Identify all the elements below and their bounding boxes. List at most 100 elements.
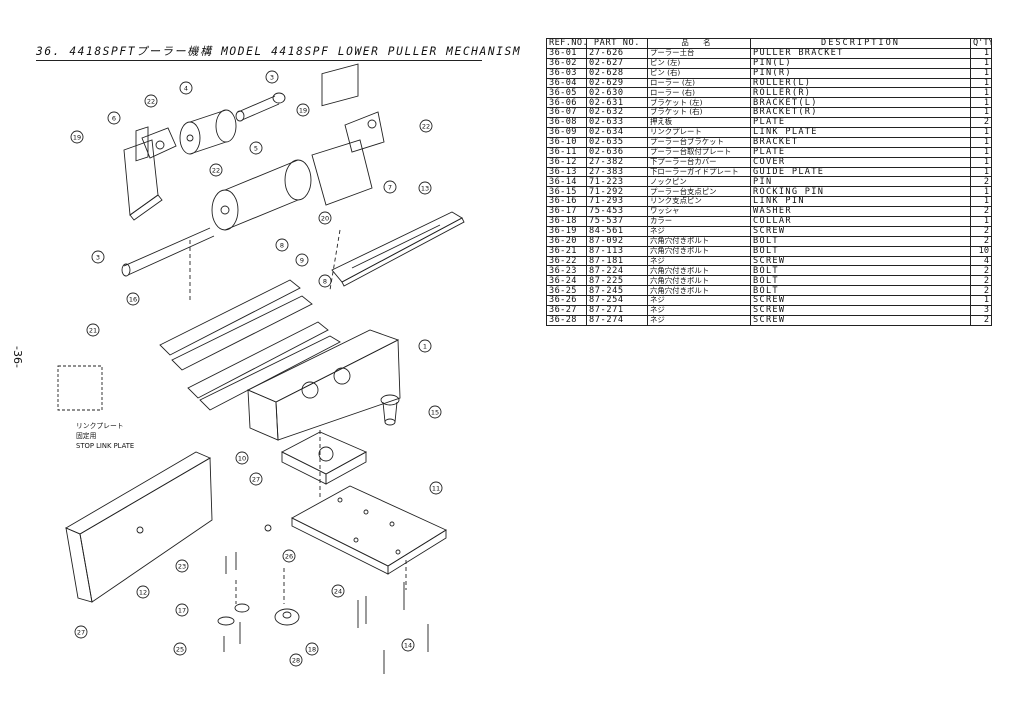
exploded-view-diagram: 2243619225719221320389168121151027111226…: [57, 63, 465, 674]
description-cell: BOLT: [750, 235, 971, 247]
name-jp-cell: プーラー台支点ピン: [647, 186, 751, 198]
description-cell: BOLT: [750, 245, 971, 257]
description-cell: LINK PIN: [750, 196, 971, 208]
quantity-cell: 1: [970, 156, 992, 168]
description-cell: BRACKET: [750, 136, 971, 148]
description-cell: LINK PLATE: [750, 127, 971, 138]
callout-number: 3: [270, 73, 274, 81]
part-no-cell: 84-561: [586, 225, 648, 237]
ref-no-cell: 36-14: [546, 176, 587, 188]
name-jp-cell: 六角穴付きボルト: [647, 235, 751, 247]
part-no-cell: 02-629: [586, 77, 648, 89]
description-cell: ROLLER(L): [750, 77, 971, 89]
callout-number: 26: [285, 552, 293, 560]
part-no-cell: 87-271: [586, 305, 648, 316]
ref-no-cell: 36-06: [546, 97, 587, 109]
ref-no-cell: 36-05: [546, 87, 587, 99]
part-no-cell: 87-224: [586, 265, 648, 277]
callout-number: 12: [139, 588, 147, 596]
callout-circle: [289, 653, 303, 667]
puller-bracket-part: [246, 329, 401, 441]
header-quantity: Q'TY: [970, 38, 992, 49]
name-jp-cell: ネジ: [647, 305, 751, 316]
quantity-cell: 1: [970, 77, 992, 89]
name-jp-cell: リンク支点ピン: [647, 196, 751, 208]
page-title: 36. 4418SPFTプーラー機構 MODEL 4418SPF LOWER P…: [36, 45, 522, 58]
part-no-cell: 87-181: [586, 255, 648, 267]
callout-number: 22: [212, 166, 220, 174]
callout-circle: [144, 94, 158, 108]
callout-number: 1: [423, 342, 427, 350]
callout-circle: [173, 642, 187, 656]
callout-circle: [175, 559, 189, 573]
callout-number: 20: [321, 214, 329, 222]
description-cell: SCREW: [750, 314, 971, 326]
callout-circle: [249, 472, 263, 486]
name-jp-cell: 六角穴付きボルト: [647, 275, 751, 287]
quantity-cell: 1: [970, 216, 992, 227]
callout-number: 3: [96, 253, 100, 261]
link-plates-part: [159, 279, 341, 411]
roller-right-part: [211, 159, 312, 231]
quantity-cell: 1: [970, 87, 992, 99]
callout-number: 19: [73, 133, 81, 141]
ref-no-cell: 36-19: [546, 225, 587, 237]
quantity-cell: 2: [970, 285, 992, 297]
quantity-cell: 2: [970, 314, 992, 326]
bolts: [223, 524, 429, 674]
part-no-cell: 71-293: [586, 196, 648, 208]
quantity-cell: 1: [970, 127, 992, 138]
callout-circle: [318, 274, 332, 288]
description-cell: BOLT: [750, 285, 971, 297]
bracket-right-part: [311, 63, 385, 206]
part-no-cell: 87-274: [586, 314, 648, 326]
description-cell: WASHER: [750, 206, 971, 218]
callout-number: 15: [431, 408, 439, 416]
stop-link-plate-box: [57, 365, 103, 411]
part-no-cell: 27-626: [586, 47, 648, 59]
assembly-lines: [189, 229, 407, 604]
callout-number: 4: [184, 84, 188, 92]
callout-circle: [296, 103, 310, 117]
description-cell: PULLER BRACKET: [750, 47, 971, 59]
ref-no-cell: 36-02: [546, 57, 587, 69]
ref-no-cell: 36-20: [546, 235, 587, 247]
bracket-left-part: [123, 126, 177, 221]
ref-no-cell: 36-01: [546, 47, 587, 59]
callout-circle: [418, 339, 432, 353]
name-jp-cell: ブラケット (右): [647, 107, 751, 119]
ref-no-cell: 36-28: [546, 314, 587, 326]
name-jp-cell: 下ローラーガイドプレート: [647, 166, 751, 178]
name-jp-cell: ワッシャ: [647, 206, 751, 218]
callout-number: 25: [176, 645, 184, 653]
callout-number: 27: [77, 628, 85, 636]
header-part-no: PART NO.: [586, 38, 648, 49]
quantity-cell: 1: [970, 97, 992, 109]
callout-number: 6: [112, 114, 116, 122]
title-rule: [36, 60, 482, 61]
description-cell: COLLAR: [750, 216, 971, 227]
part-no-cell: 71-292: [586, 186, 648, 198]
bracket-block-part: [281, 431, 368, 485]
callout-circle: [383, 180, 397, 194]
ref-no-cell: 36-22: [546, 255, 587, 267]
callout-number: 22: [422, 122, 430, 130]
part-no-cell: 87-245: [586, 285, 648, 297]
callout-number: 24: [334, 587, 342, 595]
description-cell: PLATE: [750, 146, 971, 158]
note-line-2: 固定用: [76, 432, 97, 440]
mounting-plate-part: [291, 485, 447, 575]
name-jp-cell: プーラー台ブラケット: [647, 136, 751, 148]
callout-number: 28: [292, 656, 300, 664]
quantity-cell: 1: [970, 196, 992, 208]
